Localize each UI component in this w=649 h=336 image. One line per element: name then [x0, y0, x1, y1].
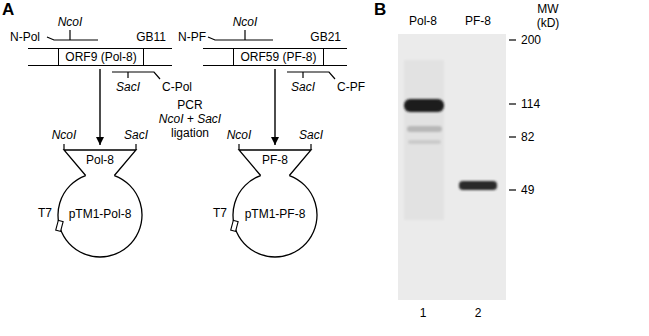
enzyme-site: SacI: [116, 80, 140, 94]
enzyme-site: SacI: [291, 80, 315, 94]
promoter-label: T7: [213, 206, 227, 220]
plasmid-name: pTM1-Pol-8: [69, 207, 132, 221]
lane-label: Pol-8: [409, 14, 437, 28]
plasmid-circle: pTM1-Pol-8: [48, 147, 152, 259]
insert-name: PF-8: [262, 153, 288, 167]
primer-name: C-Pol: [162, 80, 192, 94]
site-tick: [302, 72, 303, 78]
lane-smear: [404, 60, 444, 220]
primer-line: [208, 37, 273, 40]
step-label: NcoI + SacI: [159, 112, 221, 126]
primer-name: C-PF: [337, 80, 365, 94]
axis-title: MW (kD): [529, 2, 567, 30]
site-tick: [310, 144, 311, 150]
clone-name: GB21: [310, 30, 341, 44]
enzyme-site: SacI: [299, 128, 323, 142]
primer-line: [287, 72, 335, 79]
plasmid-drawing: [223, 147, 327, 259]
gel-band: [408, 140, 441, 144]
panel-letter: B: [374, 0, 386, 20]
lane-number: 2: [475, 306, 482, 320]
enzyme-site: SacI: [124, 128, 148, 142]
orf-box: ORF9 (Pol-8): [58, 48, 144, 66]
site-tick: [238, 144, 239, 150]
lane-number: 1: [420, 306, 427, 320]
marker-size: 82: [521, 130, 534, 144]
site-tick: [244, 30, 245, 40]
gel-band: [459, 181, 497, 190]
insert-name: Pol-8: [86, 153, 114, 167]
promoter-symbol: [231, 220, 238, 231]
process-arrow: [99, 69, 100, 145]
primer-line: [112, 72, 160, 79]
promoter-symbol: [56, 220, 63, 231]
site-tick: [135, 144, 136, 150]
panel-letter: A: [2, 0, 14, 20]
plasmid-name: pTM1-PF-8: [245, 207, 306, 221]
gel: [398, 34, 506, 300]
marker-tick: [509, 189, 516, 190]
step-label: PCR: [177, 98, 202, 112]
orf-box: ORF59 (PF-8): [233, 48, 324, 66]
marker-size: 114: [521, 97, 540, 111]
marker-size: 200: [521, 33, 541, 47]
dna-band: GB21ORF59 (PF-8): [203, 48, 347, 66]
plasmid-backbone: [58, 176, 142, 257]
gene-name: ORF9 (Pol-8): [65, 49, 136, 65]
enzyme-site: NcoI: [227, 128, 252, 142]
plasmid-drawing: [48, 147, 152, 259]
primer-name: N-PF: [178, 30, 206, 44]
site-tick: [127, 72, 128, 78]
site-tick: [63, 144, 64, 150]
plasmid-circle: pTM1-PF-8: [223, 147, 327, 259]
enzyme-site: NcoI: [52, 128, 77, 142]
insert-outline: [64, 150, 136, 176]
enzyme-site: NcoI: [58, 15, 83, 29]
marker-tick: [509, 136, 516, 137]
gene-name: ORF59 (PF-8): [240, 49, 316, 65]
dna-band: GB11ORF9 (Pol-8): [28, 48, 172, 66]
lane-label: PF-8: [465, 14, 491, 28]
primer-name: N-Pol: [10, 30, 40, 44]
marker-tick: [509, 39, 516, 40]
step-label: ligation: [171, 126, 209, 140]
marker-tick: [509, 103, 516, 104]
promoter-label: T7: [38, 206, 52, 220]
gel-band: [404, 99, 444, 112]
insert-outline: [239, 150, 311, 176]
gel-band: [407, 126, 442, 132]
clone-name: GB11: [136, 30, 166, 44]
marker-size: 49: [521, 183, 534, 197]
process-arrow: [274, 69, 275, 145]
plasmid-backbone: [233, 176, 317, 257]
primer-line: [47, 37, 98, 40]
site-tick: [69, 30, 70, 40]
enzyme-site: NcoI: [233, 15, 258, 29]
